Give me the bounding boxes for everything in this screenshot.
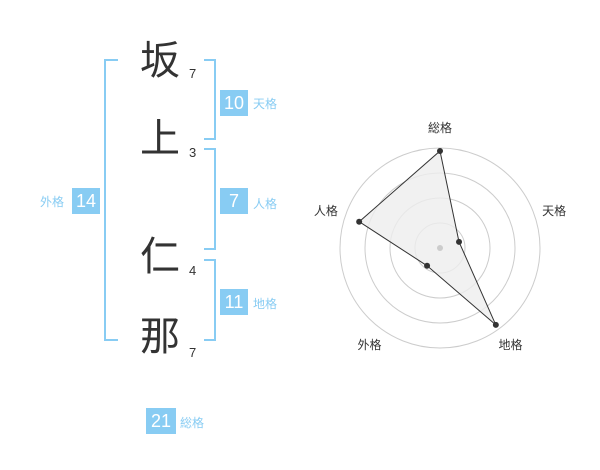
name-char-1: 坂 <box>140 38 180 84</box>
radar-area <box>358 150 497 326</box>
tenkaku-value: 10 <box>220 90 248 116</box>
name-char-3: 仁 <box>140 234 180 280</box>
name-char-1-strokes: 7 <box>189 66 197 81</box>
radar-center-dot <box>437 245 443 251</box>
jinkaku-label: 人格 <box>253 197 278 211</box>
tenkaku-label: 天格 <box>253 97 278 111</box>
name-char-2: 上 <box>140 116 180 162</box>
radar-axis-label: 外格 <box>357 337 381 352</box>
jinkaku-value: 7 <box>220 188 248 214</box>
chikaku-label: 地格 <box>253 297 278 311</box>
radar-axis-label: 地格 <box>499 337 523 352</box>
chikaku-value: 11 <box>220 289 248 315</box>
radar-point <box>424 262 431 269</box>
radar-point <box>456 238 463 245</box>
soukaku-label: 総格 <box>180 416 205 430</box>
radar-axis-label: 天格 <box>542 203 566 218</box>
radar-point <box>437 148 443 154</box>
jinkaku-bracket <box>204 148 216 250</box>
chikaku-bracket <box>204 259 216 341</box>
gaikaku-bracket <box>104 59 118 341</box>
name-char-4: 那 <box>140 314 180 360</box>
soukaku-value: 21 <box>146 408 176 434</box>
radar-point <box>356 218 363 225</box>
gaikaku-value: 14 <box>72 188 100 214</box>
gaikaku-label: 外格 <box>40 195 65 209</box>
name-char-4-strokes: 7 <box>189 345 197 360</box>
radar-axis-label: 総格 <box>428 120 452 135</box>
radar-point <box>492 321 499 328</box>
radar-axis-label: 人格 <box>314 203 338 218</box>
name-char-2-strokes: 3 <box>189 145 197 160</box>
tenkaku-bracket <box>204 59 216 140</box>
name-char-3-strokes: 4 <box>189 263 197 278</box>
